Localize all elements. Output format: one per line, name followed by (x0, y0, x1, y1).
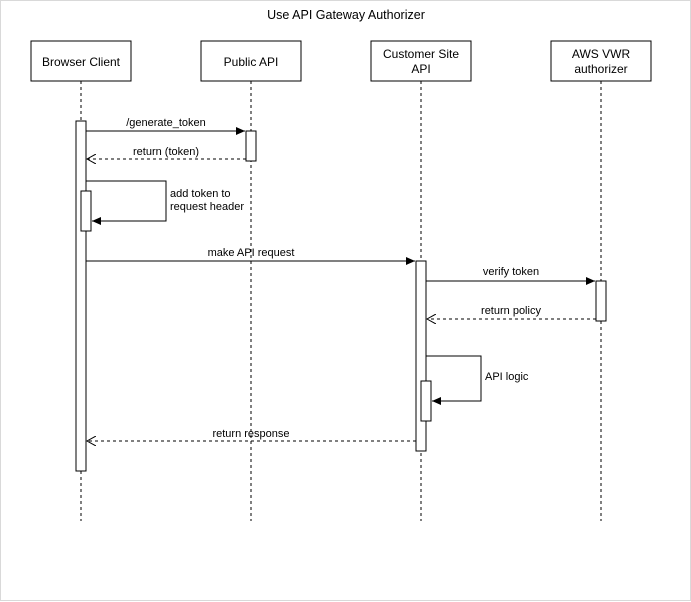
participant-label-line2: API (411, 62, 430, 76)
aws-vwr-authorizer-activation (595, 280, 607, 322)
message-label-line2: request header (170, 201, 244, 213)
message-add-token-self-call: add token to request header (86, 180, 244, 225)
customer-site-api-self-activation (420, 380, 432, 422)
message-api-logic-self-call: API logic (426, 355, 529, 405)
participant-label-line2: authorizer (574, 62, 627, 76)
message-return-policy: return policy (427, 305, 596, 319)
message-label: verify token (483, 266, 539, 278)
arrow-self-call (86, 180, 167, 225)
message-label: return policy (481, 305, 541, 317)
message-make-api-request: make API request (86, 247, 415, 265)
participant-label: Browser Client (42, 55, 121, 69)
diagram-title: Use API Gateway Authorizer (267, 8, 425, 22)
arrow-self-call (426, 355, 482, 405)
message-label: return (token) (133, 146, 199, 158)
message-label: /generate_token (126, 117, 206, 129)
public-api-activation (245, 130, 257, 162)
browser-client-activation (75, 120, 87, 472)
message-return-response: return response (87, 428, 416, 441)
message-label: return response (212, 428, 289, 440)
message-label: make API request (208, 247, 295, 259)
message-label-line1: add token to (170, 188, 231, 200)
participant-customer-site-api: Customer Site API (370, 40, 472, 82)
message-generate-token: /generate_token (86, 117, 245, 135)
message-label: API logic (485, 371, 529, 383)
participant-label-line1: Customer Site (383, 47, 459, 61)
participant-public-api: Public API (200, 40, 302, 82)
customer-site-api-activation (415, 260, 427, 452)
participant-label: Public API (224, 55, 279, 69)
participant-browser-client: Browser Client (30, 40, 132, 82)
participant-label-line1: AWS VWR (572, 47, 631, 61)
message-verify-token: verify token (426, 266, 595, 285)
browser-client-self-activation (80, 190, 92, 232)
message-return-token: return (token) (87, 146, 246, 159)
participant-aws-vwr-authorizer: AWS VWR authorizer (550, 40, 652, 82)
